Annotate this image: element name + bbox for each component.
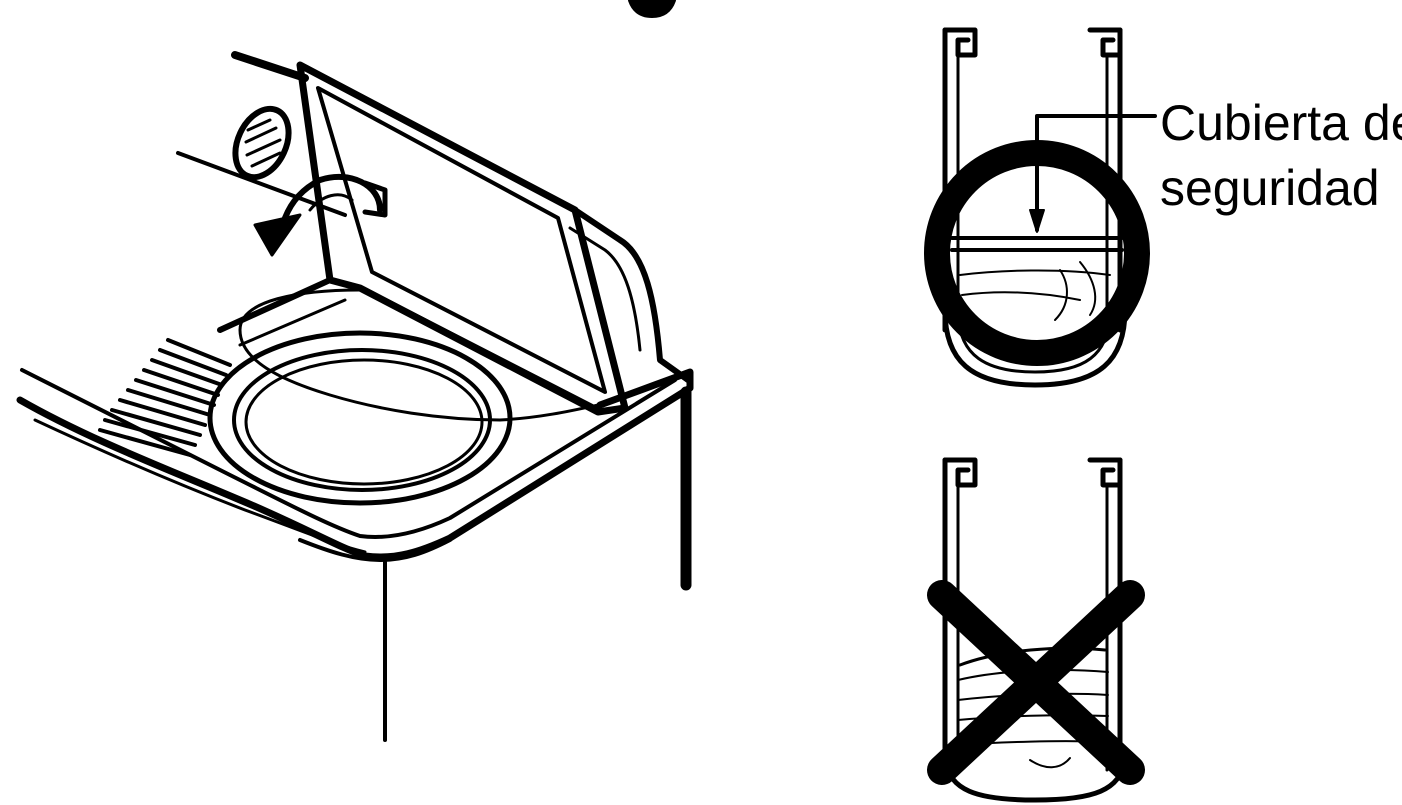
knob-screw [232,105,292,181]
lid-inner [316,86,607,394]
top-edge-circle-fragment [628,0,676,18]
cross-out-line-2 [927,580,1145,785]
safety-cover-label-line2: seguridad [1160,160,1380,216]
hinge-arm [217,277,363,333]
grille-ridges [98,338,232,457]
safety-cover-incorrect-icon [927,457,1145,803]
hinge-arm-inner [238,298,347,347]
cable-loop [238,288,600,422]
safety-cover-correct-icon [924,27,1157,388]
appliance-illustration [16,0,694,742]
lid-back-support [572,207,691,383]
lid-hinge-line [357,285,601,413]
pointer-line-upper [231,51,309,82]
base-rim-line [33,418,367,554]
base-inner-contour [20,368,677,540]
opening-inner-ellipse [244,358,484,486]
safety-cover-label-line1: Cubierta de [1160,95,1402,151]
base-front-lip [298,538,452,562]
base-outer-contour [16,368,694,561]
rotate-arrow-icon [253,173,388,257]
pointer-line-lower [176,151,347,217]
lid-back-support-inner [568,226,642,352]
